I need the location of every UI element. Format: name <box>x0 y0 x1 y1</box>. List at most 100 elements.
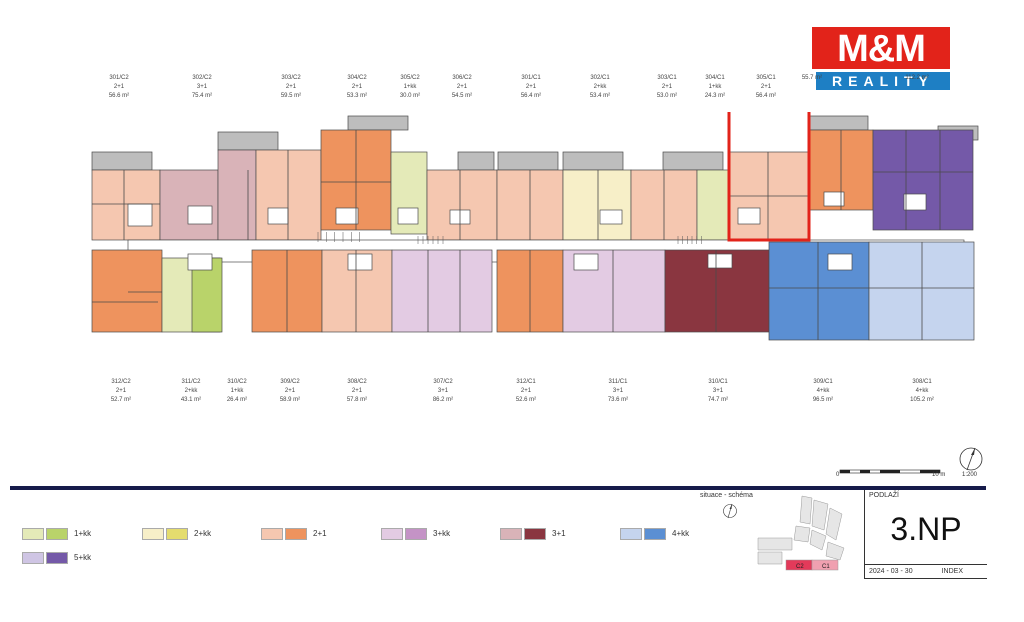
unit-area: 57.8 m² <box>346 397 368 403</box>
unit-code: 305/C2 <box>400 75 420 81</box>
bathroom <box>903 193 927 211</box>
bathroom <box>347 253 373 271</box>
top-unit-label: 303/C1 2+1 53.0 m² <box>637 74 697 101</box>
unit-type: 2+kk <box>184 388 198 394</box>
unit-code: 310/C1 <box>708 379 728 385</box>
unit-area: 30.0 m² <box>399 93 421 99</box>
unit-type: 1+kk <box>403 84 417 90</box>
floor-info-box: PODLAŽÍ 3.NP 2024 - 03 - 30 INDEX <box>864 490 987 579</box>
unit-code: 309/C2 <box>280 379 300 385</box>
situation-caption: situace - schéma <box>700 492 753 499</box>
legend-swatch-light <box>22 552 44 564</box>
wall-lines <box>92 130 974 340</box>
top-unit-label: 302/C2 3+1 75.4 m² <box>172 74 232 101</box>
legend-swatch-light <box>500 528 522 540</box>
unit-area: 52.6 m² <box>515 397 537 403</box>
balcony <box>497 151 559 171</box>
legend-swatch-light <box>22 528 44 540</box>
scale-end: 10 m <box>932 472 946 478</box>
unit-area: 52.7 m² <box>110 397 132 403</box>
legend-swatch-dark <box>166 528 188 540</box>
highlight-305-c1 <box>727 112 811 242</box>
bathroom <box>267 207 289 225</box>
unit-code: 312/C2 <box>111 379 131 385</box>
unit-code: 308/C1 <box>912 379 932 385</box>
unit-type: 2+kk <box>593 84 607 90</box>
unit-type: 3+1 <box>196 84 208 90</box>
legend-swatch-light <box>261 528 283 540</box>
bottom-unit-label: 312/C1 2+1 52.6 m² <box>496 378 556 405</box>
top-unit-label: 305/C1 2+1 56.4 m² <box>736 74 796 101</box>
bottom-unit-label: 309/C1 4+kk 96.5 m² <box>793 378 853 405</box>
unit-area: 59.5 m² <box>280 93 302 99</box>
legend-label: 5+kk <box>74 553 92 562</box>
scale-ratio: 1:200 <box>962 472 978 478</box>
unit-area: 24.3 m² <box>704 93 726 99</box>
balcony <box>217 131 279 151</box>
unit-area: 105.2 m² <box>910 397 934 403</box>
unit-312-c2 <box>91 249 163 333</box>
unit-type: 2+1 <box>760 84 772 90</box>
unit-302-c1 <box>562 169 632 241</box>
bottom-unit-label: 311/C1 3+1 73.6 m² <box>588 378 648 405</box>
unit-area: 73.6 m² <box>607 397 629 403</box>
unit-306-c2 <box>426 169 498 241</box>
unit-311-c1 <box>562 249 666 333</box>
bottom-unit-label: 308/C1 4+kk 105.2 m² <box>892 378 952 405</box>
unit-area: 75.4 m² <box>191 93 213 99</box>
bottom-unit-label: 309/C2 2+1 58.9 m² <box>260 378 320 405</box>
north-arrow-icon <box>959 447 983 471</box>
unit-code: 304/C2 <box>347 75 367 81</box>
bottom-unit-label: 312/C2 2+1 52.7 m² <box>91 378 151 405</box>
unit-309-c1 <box>768 241 870 341</box>
balcony <box>91 151 153 171</box>
unit-code: 303/C1 <box>657 75 677 81</box>
legend-label: 4+kk <box>672 529 690 538</box>
unit-type: 2+1 <box>285 84 297 90</box>
legend-label: 3+1 <box>552 529 566 538</box>
unit-type: 2+1 <box>113 84 125 90</box>
unit-area: 26.4 m² <box>226 397 248 403</box>
unit-307-c1 <box>872 129 974 231</box>
floor-plan <box>91 112 979 341</box>
top-unit-label: 304/C2 2+1 53.3 m² <box>327 74 387 101</box>
legend-label: 3+kk <box>433 529 451 538</box>
unit-302-c2-b <box>217 149 257 241</box>
unit-area: 43.1 m² <box>180 397 202 403</box>
unit-code: 306/C2 <box>452 75 472 81</box>
balcony <box>662 151 724 171</box>
unit-type: 4+kk <box>816 388 830 394</box>
unit-area: 53.4 m² <box>589 93 611 99</box>
bathroom <box>737 207 761 225</box>
unit-type: 2+1 <box>525 84 537 90</box>
balcony <box>807 115 869 131</box>
unit-code: 302/C1 <box>590 75 610 81</box>
bathroom <box>573 253 599 271</box>
floor-caption: PODLAŽÍ <box>869 492 899 499</box>
unit-303-c2 <box>255 149 322 241</box>
unit-area: 53.0 m² <box>656 93 678 99</box>
situation-block-c2: C2 <box>796 564 804 570</box>
unit-type: 2+1 <box>351 84 363 90</box>
unit-308-c1 <box>868 241 975 341</box>
unit-type: 3+1 <box>712 388 724 394</box>
top-unit-label: 303/C2 2+1 59.5 m² <box>261 74 321 101</box>
unit-type: 2+1 <box>284 388 296 394</box>
bathroom <box>827 253 853 271</box>
divider-bar <box>10 486 986 490</box>
unit-code: 304/C1 <box>705 75 725 81</box>
unit-code: 311/C1 <box>608 379 628 385</box>
top-unit-label: 301/C2 2+1 56.6 m² <box>89 74 149 101</box>
unit-type: 4+kk <box>915 388 929 394</box>
unit-code: 311/C2 <box>181 379 201 385</box>
bottom-unit-label: 307/C2 3+1 86.2 m² <box>413 378 473 405</box>
bathroom <box>335 207 359 225</box>
legend-label: 1+kk <box>74 529 92 538</box>
legend-swatch-dark <box>46 528 68 540</box>
situation-map: C2 C1 <box>757 495 845 571</box>
legend-swatch-dark <box>524 528 546 540</box>
balcony <box>457 151 495 171</box>
top-unit-label: 305/C2 1+kk 30.0 m² <box>380 74 440 101</box>
legend-swatch-dark <box>46 552 68 564</box>
unit-area: 58.9 m² <box>279 397 301 403</box>
